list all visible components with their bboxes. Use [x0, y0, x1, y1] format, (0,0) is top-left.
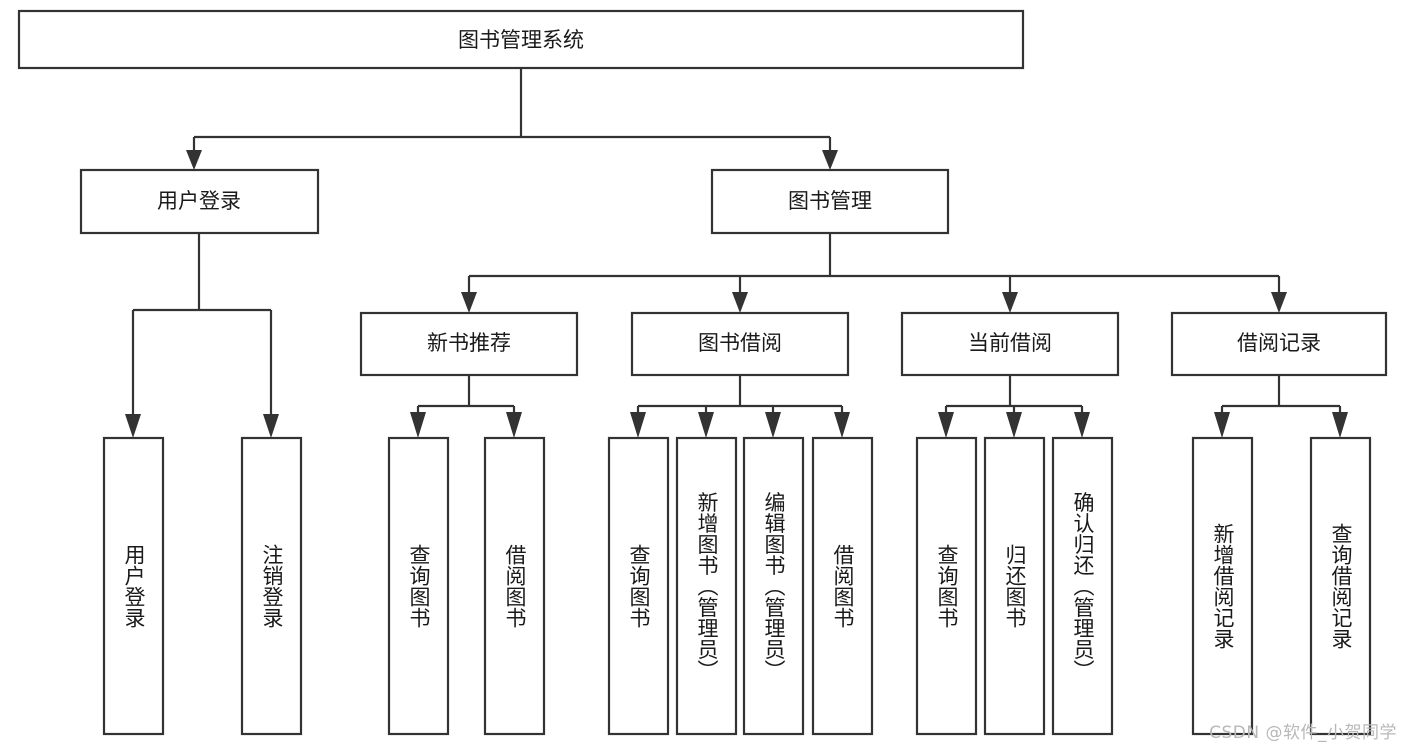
node-leaf-user-login[interactable]: 用户登录: [102, 436, 165, 736]
arrow-head-leaf-user-login: [125, 414, 141, 438]
node-leaf-logout-label: 注销登录: [260, 544, 284, 628]
node-user-login-label: 用户登录: [157, 189, 241, 213]
node-user-login[interactable]: 用户登录: [79, 168, 320, 235]
node-user-login-box[interactable]: [79, 168, 320, 235]
node-borrow-record-label: 借阅记录: [1237, 331, 1321, 355]
node-leaf-query-record-box[interactable]: [1309, 436, 1372, 736]
node-leaf-query-book-3-box[interactable]: [915, 436, 978, 736]
node-leaf-query-book-2[interactable]: 查询图书: [607, 436, 670, 736]
connectors-current-borrow-to-leaves: [938, 375, 1090, 438]
node-leaf-query-book-1-box[interactable]: [387, 436, 450, 736]
node-leaf-add-record-label: 新增借阅记录: [1211, 523, 1235, 649]
node-book-borrow-label: 图书借阅: [698, 331, 782, 355]
node-leaf-logout-box[interactable]: [240, 436, 303, 736]
node-current-borrow-box[interactable]: [900, 311, 1120, 377]
node-root-box[interactable]: [17, 9, 1025, 70]
node-leaf-confirm-return[interactable]: 确认归还（管理员）: [1051, 436, 1114, 736]
node-leaf-query-record-label: 查询借阅记录: [1329, 523, 1353, 649]
node-leaf-query-book-1[interactable]: 查询图书: [387, 436, 450, 736]
arrow-head-book-manage: [822, 150, 838, 170]
node-leaf-return-book-label: 归还图书: [1003, 544, 1027, 628]
connectors-book-manage-to-level3: [461, 233, 1287, 313]
node-leaf-confirm-return-box[interactable]: [1051, 436, 1114, 736]
connectors-book-borrow-to-leaves: [630, 375, 850, 438]
node-leaf-return-book-box[interactable]: [983, 436, 1046, 736]
node-book-borrow[interactable]: 图书借阅: [630, 311, 850, 377]
arrow-head-leaf-query-book-3: [938, 412, 954, 438]
arrow-head-leaf-borrow-book-2: [834, 412, 850, 438]
connectors-borrow-record-to-leaves: [1214, 375, 1348, 438]
node-leaf-query-book-2-box[interactable]: [607, 436, 670, 736]
node-leaf-user-login-box[interactable]: [102, 436, 165, 736]
connectors-user-login-to-leaves: [125, 233, 279, 438]
node-leaf-borrow-book-2-label: 借阅图书: [831, 544, 855, 628]
node-leaf-logout[interactable]: 注销登录: [240, 436, 303, 736]
arrow-head-book-borrow: [732, 292, 748, 313]
arrow-head-leaf-edit-book: [765, 412, 781, 438]
arrow-head-leaf-query-record: [1332, 412, 1348, 438]
node-book-borrow-box[interactable]: [630, 311, 850, 377]
node-leaf-borrow-book-1-box[interactable]: [483, 436, 546, 736]
node-borrow-record-box[interactable]: [1170, 311, 1388, 377]
arrow-head-leaf-query-book-1: [410, 412, 426, 438]
node-leaf-return-book[interactable]: 归还图书: [983, 436, 1046, 736]
arrow-head-leaf-confirm-return: [1074, 412, 1090, 438]
node-leaf-borrow-book-2[interactable]: 借阅图书: [811, 436, 874, 736]
arrow-head-leaf-logout: [263, 414, 279, 438]
node-new-book-rec-box[interactable]: [359, 311, 579, 377]
node-leaf-borrow-book-1[interactable]: 借阅图书: [483, 436, 546, 736]
node-leaf-query-record[interactable]: 查询借阅记录: [1309, 436, 1372, 736]
node-leaf-add-book-label: 新增图书（管理员）: [695, 492, 719, 681]
node-leaf-query-book-3-label: 查询图书: [935, 544, 959, 628]
arrow-head-leaf-add-book: [698, 412, 714, 438]
arrow-head-borrow-record: [1271, 292, 1287, 313]
node-new-book-rec[interactable]: 新书推荐: [359, 311, 579, 377]
arrow-head-leaf-add-record: [1214, 412, 1230, 438]
node-current-borrow-label: 当前借阅: [968, 331, 1052, 355]
node-leaf-add-record-box[interactable]: [1191, 436, 1254, 736]
node-borrow-record[interactable]: 借阅记录: [1170, 311, 1388, 377]
arrow-head-user-login: [186, 150, 202, 170]
node-leaf-add-book-box[interactable]: [675, 436, 738, 736]
node-leaf-add-record[interactable]: 新增借阅记录: [1191, 436, 1254, 736]
arrow-head-leaf-return-book: [1006, 412, 1022, 438]
node-leaf-edit-book-label: 编辑图书（管理员）: [762, 492, 786, 681]
arrow-head-new-book-rec: [461, 292, 477, 313]
node-leaf-borrow-book-1-label: 借阅图书: [503, 544, 527, 628]
node-leaf-query-book-2-label: 查询图书: [627, 544, 651, 628]
node-leaf-edit-book-box[interactable]: [742, 436, 805, 736]
node-current-borrow[interactable]: 当前借阅: [900, 311, 1120, 377]
arrow-head-leaf-borrow-book-1: [506, 412, 522, 438]
node-new-book-rec-label: 新书推荐: [427, 331, 511, 355]
node-leaf-edit-book[interactable]: 编辑图书（管理员）: [742, 436, 805, 736]
node-root[interactable]: 图书管理系统: [17, 9, 1025, 70]
arrow-head-leaf-query-book-2: [630, 412, 646, 438]
node-book-manage-box[interactable]: [710, 168, 950, 235]
node-leaf-query-book-1-label: 查询图书: [407, 544, 431, 628]
node-leaf-add-book[interactable]: 新增图书（管理员）: [675, 436, 738, 736]
connectors-root-to-level2: [186, 68, 838, 170]
node-book-manage-label: 图书管理: [788, 189, 872, 213]
connectors-new-book-rec-to-leaves: [410, 375, 522, 438]
node-leaf-confirm-return-label: 确认归还（管理员）: [1071, 492, 1095, 681]
node-leaf-query-book-3[interactable]: 查询图书: [915, 436, 978, 736]
node-leaf-borrow-book-2-box[interactable]: [811, 436, 874, 736]
arrow-head-current-borrow: [1002, 292, 1018, 313]
node-root-label: 图书管理系统: [458, 28, 584, 52]
node-leaf-user-login-label: 用户登录: [122, 544, 146, 628]
node-book-manage[interactable]: 图书管理: [710, 168, 950, 235]
